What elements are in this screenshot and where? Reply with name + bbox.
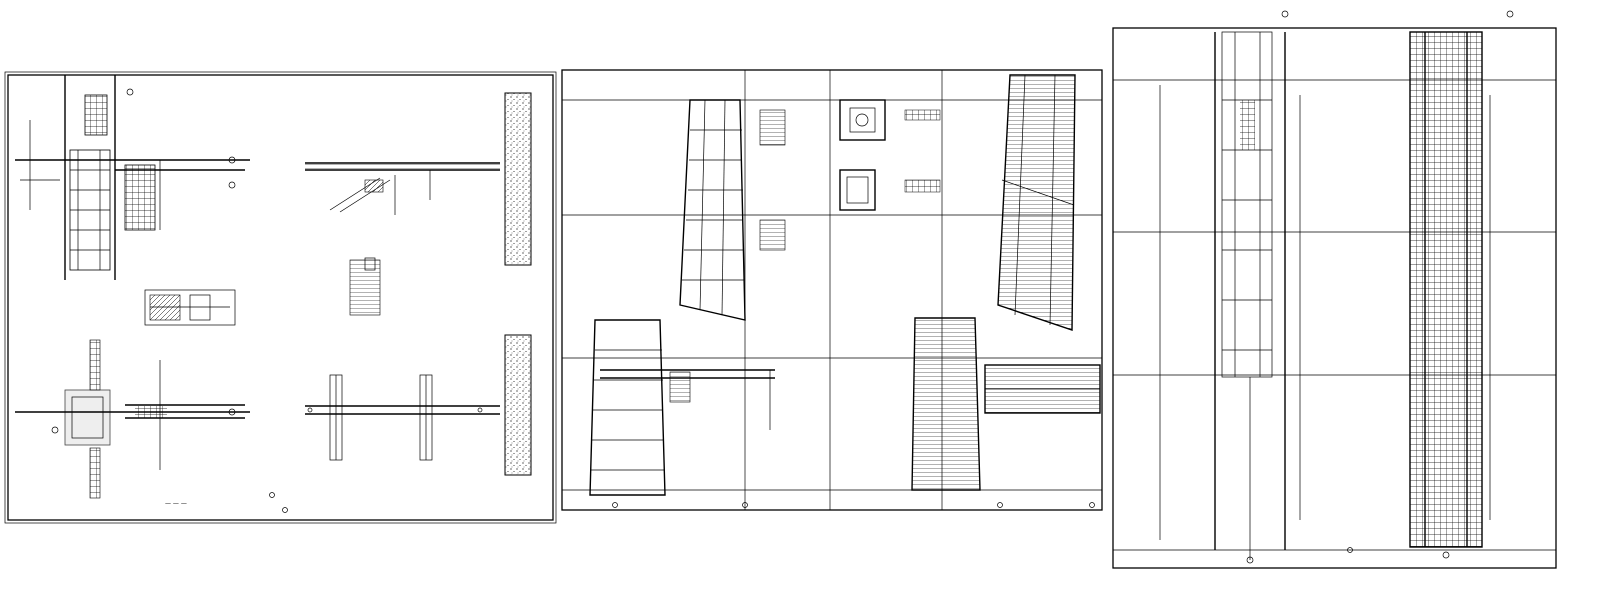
detail-stair-flight-right-upper bbox=[997, 74, 1076, 331]
detail-wall-stippled-bottom bbox=[504, 334, 532, 476]
detail-column-section-top-left bbox=[15, 75, 250, 280]
sheet-middle bbox=[561, 69, 1103, 511]
sheet-left-outer-border bbox=[4, 71, 557, 524]
detail-column-elevation bbox=[1214, 10, 1289, 564]
sheet-middle-border bbox=[561, 69, 1103, 511]
sheet-right-border bbox=[1112, 27, 1557, 569]
detail-beam-top-right bbox=[305, 162, 500, 215]
sheet-left: — — — bbox=[4, 71, 557, 524]
detail-stair-flight-right-lower bbox=[911, 317, 1101, 491]
detail-stair-slab-lower bbox=[589, 319, 775, 496]
detail-pile-cap-plan bbox=[839, 99, 941, 211]
detail-small-section-middle bbox=[144, 257, 381, 326]
detail-mesh-panel bbox=[1409, 10, 1514, 559]
sheet-left-border bbox=[7, 74, 554, 521]
detail-beam-bottom-right bbox=[305, 374, 500, 461]
detail-stair-slab-upper bbox=[679, 99, 786, 321]
sheet-right bbox=[1112, 10, 1557, 569]
svg-text:— — —: — — — bbox=[165, 500, 187, 507]
detail-wall-stippled-top bbox=[504, 92, 532, 266]
detail-column-base-bottom-left bbox=[15, 339, 250, 499]
